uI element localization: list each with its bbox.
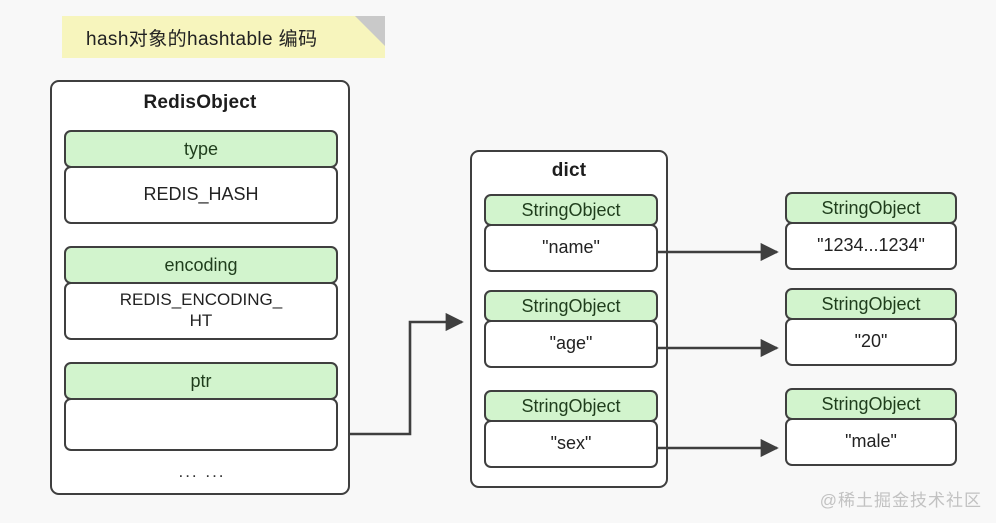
dict-entry-0: StringObject "name" <box>484 194 658 272</box>
field-label-type: type <box>64 130 338 168</box>
value-object-2-label: StringObject <box>785 388 957 420</box>
field-value-encoding: REDIS_ENCODING_ HT <box>64 281 338 340</box>
connector-ptr-to-dict <box>350 312 464 436</box>
value-object-0: StringObject "1234...1234" <box>785 192 957 270</box>
value-object-2: StringObject "male" <box>785 388 957 466</box>
dict-entry-0-label: StringObject <box>484 194 658 226</box>
dict-entry-2: StringObject "sex" <box>484 390 658 468</box>
redis-object-box: RedisObject type REDIS_HASH encoding RED… <box>50 80 350 495</box>
dict-entry-1-value: "age" <box>484 319 658 368</box>
value-object-1-value: "20" <box>785 317 957 366</box>
field-label-encoding: encoding <box>64 246 338 284</box>
field-value-ptr <box>64 397 338 451</box>
value-object-1: StringObject "20" <box>785 288 957 366</box>
watermark: @稀土掘金技术社区 <box>819 491 982 510</box>
redis-object-title: RedisObject <box>143 92 257 113</box>
redis-object-field-ptr: ptr <box>64 362 338 451</box>
dict-entry-1-label: StringObject <box>484 290 658 322</box>
banner-fold-corner-icon <box>355 16 385 46</box>
value-object-0-value: "1234...1234" <box>785 221 957 270</box>
dict-entry-1: StringObject "age" <box>484 290 658 368</box>
value-object-1-label: StringObject <box>785 288 957 320</box>
field-label-ptr: ptr <box>64 362 338 400</box>
value-object-2-value: "male" <box>785 417 957 466</box>
dict-title: dict <box>551 160 587 181</box>
field-value-type: REDIS_HASH <box>64 165 338 224</box>
value-object-0-label: StringObject <box>785 192 957 224</box>
dict-entry-2-label: StringObject <box>484 390 658 422</box>
redis-object-footer-ellipsis: ... ... <box>178 462 226 481</box>
redis-object-field-type: type REDIS_HASH <box>64 130 338 224</box>
redis-object-field-encoding: encoding REDIS_ENCODING_ HT <box>64 246 338 340</box>
dict-entry-2-value: "sex" <box>484 419 658 468</box>
title-banner-label: hash对象的hashtable 编码 <box>86 28 318 50</box>
title-banner: hash对象的hashtable 编码 <box>62 16 385 58</box>
dict-box: dict StringObject "name" StringObject "a… <box>470 150 668 488</box>
dict-entry-0-value: "name" <box>484 223 658 272</box>
